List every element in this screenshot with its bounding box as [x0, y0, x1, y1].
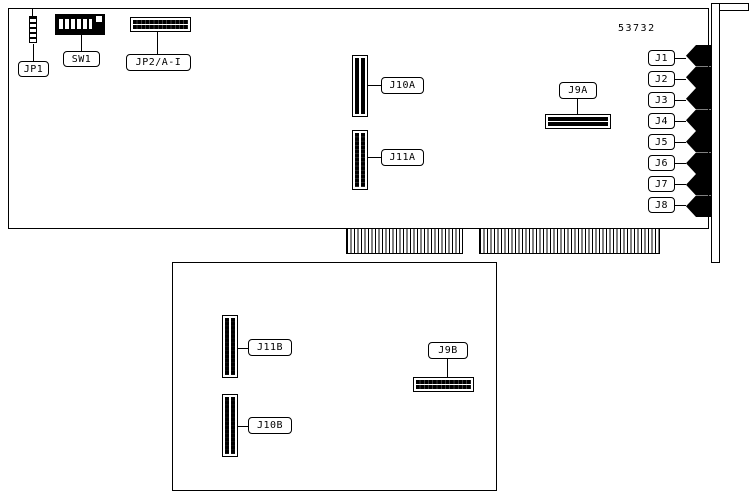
edge-fingers-right — [479, 229, 660, 254]
leader-line-j11b — [238, 348, 248, 349]
leader-line-j2 — [675, 79, 686, 80]
label-j4: J4 — [648, 113, 675, 129]
label-j9a: J9A — [559, 82, 597, 99]
dip-switch-sw1-marker — [96, 16, 102, 22]
label-j7: J7 — [648, 176, 675, 192]
rear-connector-j4 — [686, 109, 711, 131]
leader-line-j10b — [238, 426, 248, 427]
label-j11a: J11A — [381, 149, 424, 166]
label-j2: J2 — [648, 71, 675, 87]
pin-header-j11b — [222, 315, 238, 378]
leader-line-jp2 — [157, 32, 158, 54]
leader-line-j6 — [675, 163, 686, 164]
rear-connector-j6 — [686, 152, 711, 174]
label-j6: J6 — [648, 155, 675, 171]
edge-fingers-left — [346, 229, 463, 254]
label-j3: J3 — [648, 92, 675, 108]
pin-header-j9b — [413, 377, 474, 392]
leader-line-j11a — [368, 157, 381, 158]
label-jp2: JP2/A-I — [126, 54, 191, 71]
jp1-jumper-block — [29, 16, 37, 43]
pin-header-jp2 — [130, 17, 191, 32]
part-number: 53732 — [618, 23, 656, 34]
jp1-pin — [32, 9, 33, 17]
label-sw1: SW1 — [63, 51, 100, 67]
label-jp1: JP1 — [18, 61, 49, 77]
label-j1: J1 — [648, 50, 675, 66]
leader-line-j5 — [675, 142, 686, 143]
label-j11b: J11B — [248, 339, 292, 356]
leader-line-j7 — [675, 184, 686, 185]
pin-header-j11a — [352, 130, 368, 190]
dip-switch-sw1-positions — [59, 19, 92, 29]
leader-line-j1 — [675, 58, 686, 59]
rear-connector-j3 — [686, 88, 711, 110]
rear-connector-j5 — [686, 131, 711, 153]
leader-line-j10a — [368, 85, 381, 86]
leader-line-j4 — [675, 121, 686, 122]
label-j10a: J10A — [381, 77, 424, 94]
leader-line-j9a — [577, 99, 578, 114]
rear-connector-j7 — [686, 174, 711, 196]
label-j9b: J9B — [428, 342, 468, 359]
rear-connector-j1 — [686, 45, 711, 67]
label-j5: J5 — [648, 134, 675, 150]
pin-header-j9a — [545, 114, 611, 129]
rear-connector-stack — [686, 45, 711, 217]
rear-connector-j8 — [686, 195, 711, 217]
leader-line-sw1 — [81, 35, 82, 51]
label-j8: J8 — [648, 197, 675, 213]
leader-line-j9b — [447, 359, 448, 377]
pin-header-j10b — [222, 394, 238, 457]
rear-connector-j2 — [686, 66, 711, 88]
leader-line-j8 — [675, 205, 686, 206]
leader-line-j3 — [675, 100, 686, 101]
label-j10b: J10B — [248, 417, 292, 434]
mounting-bracket — [711, 3, 720, 263]
pin-header-j10a — [352, 55, 368, 117]
leader-line-jp1 — [33, 44, 34, 61]
